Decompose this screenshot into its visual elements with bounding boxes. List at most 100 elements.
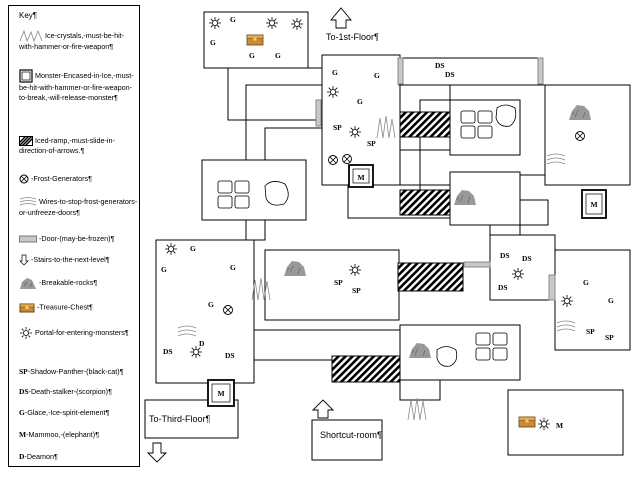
key-item-treasure-chest: -Treasure-Chest¶ xyxy=(19,302,139,313)
shortcut-room xyxy=(311,419,383,461)
key-item-stairs: -Stairs-to-the-next-level¶ xyxy=(19,254,139,266)
key-item-frost-generator: -Frost-Generators¶ xyxy=(19,174,139,184)
frost-generator-icon xyxy=(575,131,585,141)
death-stalker-marker: DS xyxy=(522,254,532,263)
pillar xyxy=(460,125,476,139)
pillar xyxy=(475,332,491,346)
monster-markers: G G G G G G G DS DS SP SP G G G G DS DS … xyxy=(161,15,614,430)
portal-icon xyxy=(348,125,362,139)
pillar xyxy=(217,195,233,209)
encased-monster-icon: M xyxy=(581,189,607,219)
portal-icon xyxy=(208,16,222,30)
key-item-iced-ramp: Iced-ramp,-must-slide-in-direction-of-ar… xyxy=(19,136,139,156)
deamon-marker: D xyxy=(199,339,205,348)
shadow-panther-marker: SP xyxy=(367,139,376,148)
door xyxy=(315,99,322,127)
ice-crystals-icon xyxy=(407,397,427,421)
breakable-rock-icon xyxy=(20,278,36,289)
shadow-panther-marker: SP xyxy=(586,327,595,336)
room-left-big xyxy=(155,239,255,384)
portal-icon xyxy=(511,267,525,281)
to-first-floor-label: To-1st-Floor¶ xyxy=(326,32,379,42)
portal-icon xyxy=(265,16,279,30)
stairs-down-arrow-icon xyxy=(146,442,168,463)
shortcut-room-label: Shortcut-room¶ xyxy=(320,430,382,440)
encased-monster-icon: M xyxy=(348,164,374,188)
key-item-glace: G-Glace,-Ice-spirit-element¶ xyxy=(19,408,110,417)
svg-text:M: M xyxy=(590,200,597,209)
key-item-breakable-rock: -Breakable-rocks¶ xyxy=(19,276,139,290)
treasure-chest-icon xyxy=(518,416,536,428)
stairs-up-arrow-icon xyxy=(330,7,352,29)
glace-marker: G xyxy=(332,68,338,77)
encased-monster-icon xyxy=(19,69,33,83)
glace-marker: G xyxy=(190,244,196,253)
key-item-wires: Wires-to-stop-frost-generators-or-unfree… xyxy=(19,196,138,217)
portal-icon xyxy=(164,242,178,256)
frost-generator-icon xyxy=(328,155,338,165)
portal-icon xyxy=(560,294,574,308)
shadow-panther-marker: SP xyxy=(334,278,343,287)
svg-text:M: M xyxy=(217,389,224,398)
key-item-deamon: D-Deamon¶ xyxy=(19,452,58,461)
room-right-top xyxy=(544,84,631,186)
death-stalker-marker: DS xyxy=(445,70,455,79)
portal-icon xyxy=(537,417,551,431)
key-title: Key¶ xyxy=(19,11,38,20)
glace-marker: G xyxy=(608,296,614,305)
pillar xyxy=(475,347,491,361)
round-pedestal xyxy=(264,181,289,206)
treasure-chest-icon xyxy=(246,34,264,46)
key-item-mammoo: M-Mammoo,-(elephant)¶ xyxy=(19,430,100,439)
iced-ramp xyxy=(399,111,451,138)
pillar xyxy=(492,332,508,346)
door-icon xyxy=(19,235,37,243)
iced-ramp xyxy=(399,189,451,216)
map-key: Key¶ Ice-crystals,-must-be-hit-with-hamm… xyxy=(8,5,140,467)
wires-icon xyxy=(19,197,37,206)
key-item-portal: Portal-for-entering-monsters¶ xyxy=(19,326,139,340)
pillar xyxy=(460,110,476,124)
frost-generator-icon xyxy=(19,174,29,184)
key-item-door: -Door-(may-be-frozen)¶ xyxy=(19,234,139,244)
door xyxy=(537,57,544,85)
room-middle xyxy=(264,249,400,321)
pillar xyxy=(234,195,250,209)
encased-monster-icon: M xyxy=(207,379,235,407)
svg-text:M: M xyxy=(357,173,364,182)
glace-marker: G xyxy=(275,51,281,60)
key-item-death-stalker: DS-Death-stalker-(scorpion)¶ xyxy=(19,387,112,396)
death-stalker-marker: DS xyxy=(163,347,173,356)
shadow-panther-marker: SP xyxy=(352,286,361,295)
death-stalker-marker: DS xyxy=(498,283,508,292)
key-item-encased-monster: Monster-Encased-in-Ice,-must-be-hit-with… xyxy=(19,69,134,102)
stairs-up-arrow-icon xyxy=(311,399,335,419)
portal-icon xyxy=(326,85,340,99)
treasure-chest-icon xyxy=(19,303,35,313)
death-stalker-marker: DS xyxy=(225,351,235,360)
glace-marker: G xyxy=(374,71,380,80)
shadow-panther-marker: SP xyxy=(605,333,614,342)
portal-icon xyxy=(290,17,304,31)
portal-icon xyxy=(20,327,32,339)
portal-icon xyxy=(348,263,362,277)
door xyxy=(463,261,491,268)
door xyxy=(397,57,404,85)
glace-marker: G xyxy=(208,300,214,309)
mammoo-marker: M xyxy=(556,421,563,430)
pillar xyxy=(477,125,493,139)
door xyxy=(548,274,556,301)
stairs-arrow-icon xyxy=(19,254,29,266)
glace-marker: G xyxy=(357,97,363,106)
pillar xyxy=(234,180,250,194)
iced-ramp xyxy=(397,262,464,292)
shadow-panther-marker: SP xyxy=(333,123,342,132)
pillar xyxy=(492,347,508,361)
glace-marker: G xyxy=(583,278,589,287)
glace-marker: G xyxy=(230,263,236,272)
to-third-floor-label: To-Third-Floor¶ xyxy=(149,414,211,424)
corridor-north xyxy=(227,67,323,121)
key-item-shadow-panther: SP-Shadow-Panther-(black-cat)¶ xyxy=(19,367,124,376)
round-pedestal xyxy=(436,346,458,367)
